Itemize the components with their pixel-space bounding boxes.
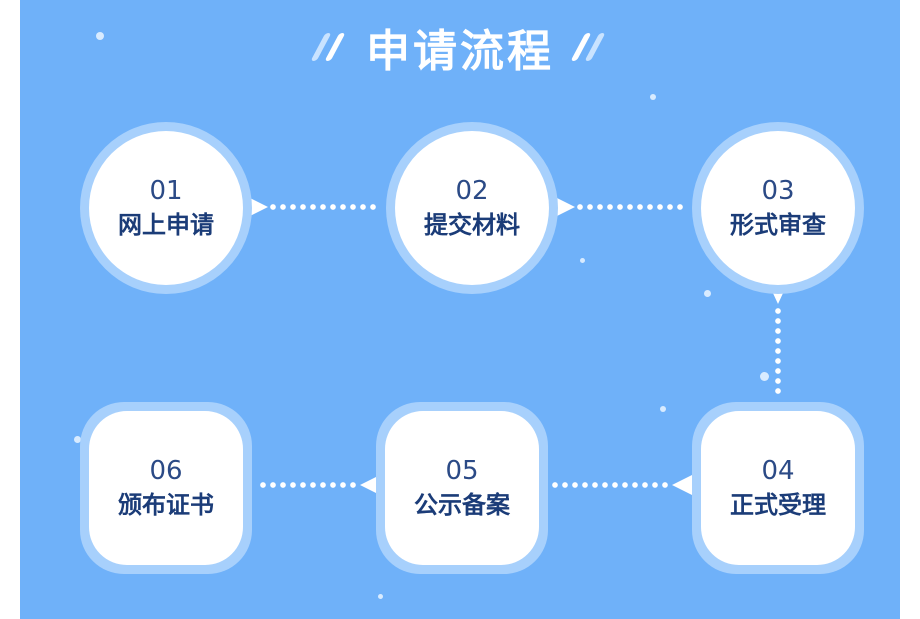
sparkle [74, 436, 81, 443]
step-number: 01 [149, 176, 183, 206]
sparkle [96, 32, 104, 40]
page-title: 申请流程 [366, 26, 554, 77]
step-number: 02 [455, 176, 489, 206]
sparkle [378, 594, 383, 599]
step-number: 06 [149, 456, 183, 486]
step-number: 05 [445, 456, 479, 486]
step-label: 公示备案 [414, 491, 510, 519]
step-node-03: 03 形式审查 [692, 122, 864, 294]
step-node-02: 02 提交材料 [386, 122, 558, 294]
slash-decoration-right [570, 27, 610, 67]
step-node-05: 05 公示备案 [376, 402, 548, 574]
sparkle [760, 372, 769, 381]
step-node-inner: 06 颁布证书 [89, 411, 243, 565]
step-number: 03 [761, 176, 795, 206]
step-label: 颁布证书 [118, 491, 214, 519]
sparkle [704, 290, 711, 297]
slash-decoration-left [310, 27, 350, 67]
title-bar: 申请流程 [20, 14, 900, 80]
step-label: 形式审查 [730, 211, 826, 239]
step-label: 提交材料 [424, 211, 520, 239]
step-node-01: 01 网上申请 [80, 122, 252, 294]
sparkle [580, 258, 585, 263]
sparkle [650, 94, 656, 100]
step-node-06: 06 颁布证书 [80, 402, 252, 574]
sparkle [660, 406, 666, 412]
step-number: 04 [761, 456, 795, 486]
connector-01-02 [268, 204, 380, 210]
step-label: 网上申请 [118, 211, 214, 239]
connector-02-03 [575, 204, 687, 210]
flow-panel: 申请流程 01 网上申请 02 提交材料 03 形式审查 04 正式受理 [20, 0, 900, 619]
connector-03-04 [775, 306, 781, 398]
step-node-04: 04 正式受理 [692, 402, 864, 574]
step-node-inner: 01 网上申请 [89, 131, 243, 285]
sparkle [528, 44, 533, 49]
step-label: 正式受理 [730, 491, 826, 519]
step-node-inner: 05 公示备案 [385, 411, 539, 565]
step-node-inner: 04 正式受理 [701, 411, 855, 565]
step-node-inner: 02 提交材料 [395, 131, 549, 285]
connector-05-06 [258, 482, 360, 488]
step-node-inner: 03 形式审查 [701, 131, 855, 285]
connector-04-05 [550, 482, 672, 488]
